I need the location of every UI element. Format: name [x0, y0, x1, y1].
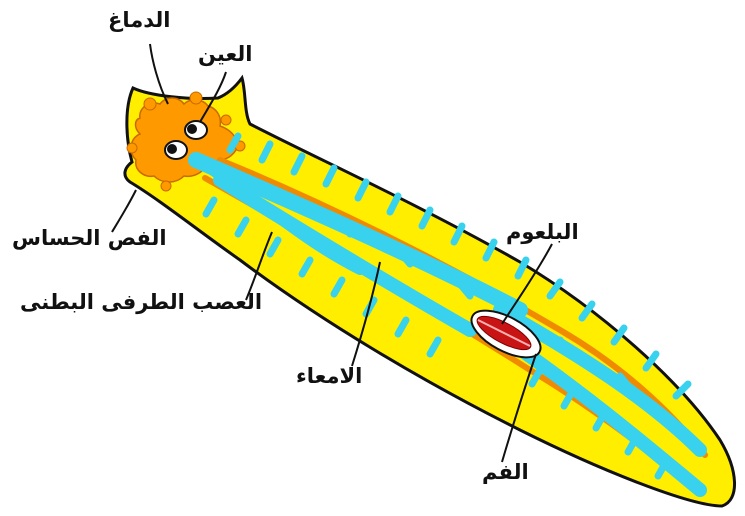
label-brain: الدماغ [108, 10, 170, 31]
label-eye: العين [198, 44, 252, 65]
label-ventral-nerve: العصب الطرفى البطنى [20, 292, 262, 313]
label-intestine: الامعاء [296, 366, 362, 387]
label-pharynx: البلعوم [506, 222, 579, 243]
label-sensory-lobe: الفص الحساس [12, 228, 167, 249]
label-mouth: الفم [482, 462, 529, 483]
